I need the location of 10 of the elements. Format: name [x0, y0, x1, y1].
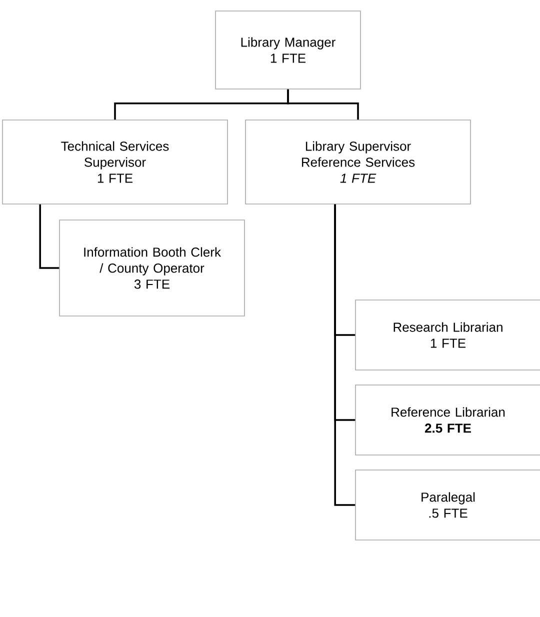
position-box: Paralegal .5 FTE — [355, 470, 540, 540]
position-box: Reference Librarian 2.5 FTE — [355, 384, 540, 456]
position-box: Technical Services Supervisor 1 FTE — [2, 120, 228, 204]
position-box: Library Supervisor Reference Services 1 FTE — [245, 120, 471, 204]
connector-line — [287, 89, 359, 120]
connector-line — [334, 204, 356, 506]
position-box: Library Manager 1 FTE — [215, 10, 361, 90]
position-box: Information Booth Clerk / County Operator 3 FTE — [59, 220, 245, 316]
position-box: Research Librarian 1 FTE — [355, 300, 540, 370]
connector-line — [39, 204, 60, 269]
